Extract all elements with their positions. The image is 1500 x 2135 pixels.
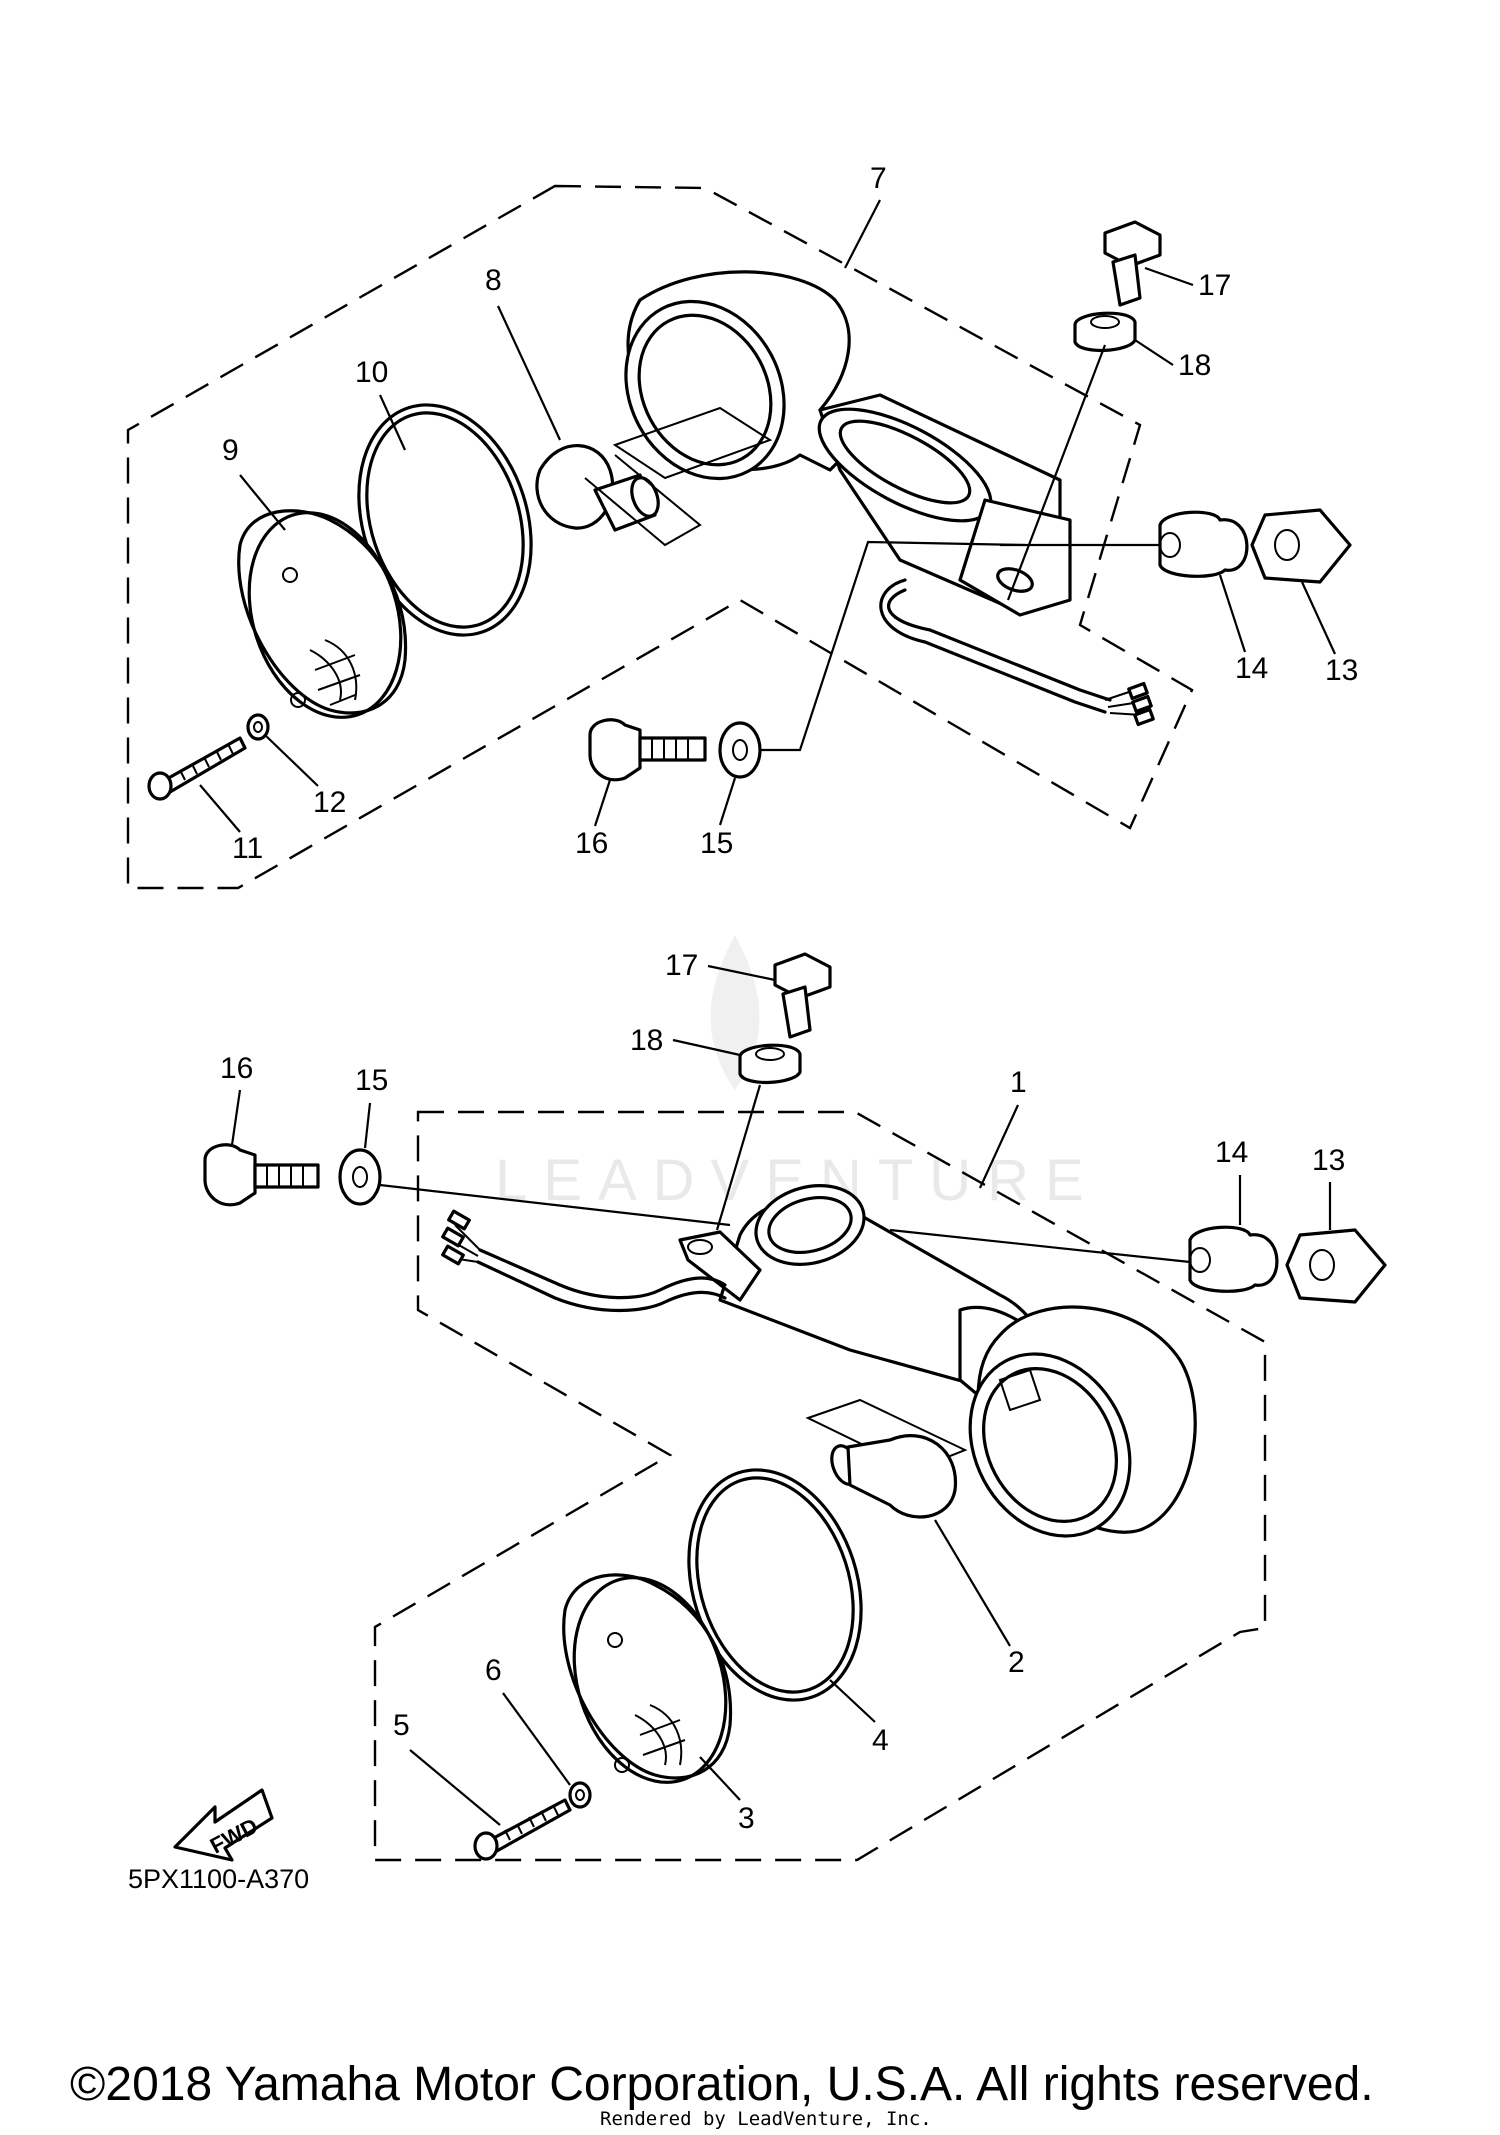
copyright-text: ©2018 Yamaha Motor Corporation, U.S.A. A… bbox=[70, 2058, 1374, 2111]
bolt-17 bbox=[1103, 220, 1162, 307]
lower-turn-signal-assembly bbox=[203, 952, 1387, 1862]
screw-11 bbox=[147, 736, 247, 801]
spacer-18 bbox=[1073, 311, 1137, 353]
callout-7: 7 bbox=[870, 162, 887, 195]
upper-turn-signal-assembly bbox=[126, 184, 1352, 890]
lower-leader-lines bbox=[379, 1084, 1191, 1264]
callout-17-lower: 17 bbox=[665, 949, 698, 982]
callout-14-lower: 14 bbox=[1215, 1136, 1248, 1169]
callout-3: 3 bbox=[738, 1802, 755, 1835]
callout-17: 17 bbox=[1198, 269, 1231, 302]
collar-14-lower bbox=[1188, 1225, 1279, 1293]
callout-18-lower: 18 bbox=[630, 1024, 663, 1057]
callout-13-lower: 13 bbox=[1312, 1144, 1345, 1177]
callout-1: 1 bbox=[1010, 1066, 1027, 1099]
lower-group-boundary bbox=[373, 1110, 1267, 1862]
rendered-by-text: Rendered by LeadVenture, Inc. bbox=[600, 2108, 932, 2130]
washer-15 bbox=[718, 721, 762, 779]
upper-group-boundary bbox=[126, 184, 1194, 890]
callout-14: 14 bbox=[1235, 652, 1268, 685]
washer-12 bbox=[246, 713, 270, 741]
callout-15: 15 bbox=[700, 827, 733, 860]
callout-11: 11 bbox=[232, 832, 263, 865]
gasket-4 bbox=[687, 1468, 863, 1702]
callout-18: 18 bbox=[1178, 349, 1211, 382]
callout-4: 4 bbox=[872, 1724, 889, 1757]
callout-15-lower: 15 bbox=[355, 1064, 388, 1097]
washer-15-lower bbox=[338, 1148, 382, 1206]
callout-8: 8 bbox=[485, 264, 502, 297]
spacer-18-lower bbox=[738, 1043, 802, 1085]
housing-7 bbox=[612, 270, 1155, 727]
forward-arrow-icon: FWD bbox=[173, 1788, 274, 1862]
washer-6 bbox=[568, 1781, 592, 1809]
bulb-8 bbox=[535, 444, 702, 547]
collar-14 bbox=[1158, 510, 1249, 578]
lens-3 bbox=[562, 1573, 733, 1784]
bolt-16 bbox=[588, 718, 707, 782]
callout-16: 16 bbox=[575, 827, 608, 860]
housing-1 bbox=[441, 1184, 1197, 1538]
screw-5 bbox=[473, 1798, 572, 1861]
callout-labels: 7 8 9 10 11 12 13 14 15 16 17 18 1 2 3 4… bbox=[199, 162, 1358, 1835]
nut-13 bbox=[1250, 508, 1352, 584]
bulb-2 bbox=[830, 1434, 958, 1519]
callout-2: 2 bbox=[1008, 1646, 1025, 1679]
callout-9: 9 bbox=[222, 434, 239, 467]
lens-9 bbox=[237, 509, 408, 719]
callout-16-lower: 16 bbox=[220, 1052, 253, 1085]
nut-13-lower bbox=[1285, 1228, 1387, 1304]
bolt-17-lower bbox=[773, 952, 832, 1039]
callout-12: 12 bbox=[313, 786, 346, 819]
callout-5: 5 bbox=[393, 1709, 410, 1742]
upper-leader-lines bbox=[760, 344, 1160, 752]
callout-13: 13 bbox=[1325, 654, 1358, 687]
callout-10: 10 bbox=[355, 356, 388, 389]
diagram-code: 5PX1100-A370 bbox=[128, 1864, 309, 1894]
callout-6: 6 bbox=[485, 1654, 502, 1687]
bolt-16-lower bbox=[203, 1143, 320, 1207]
